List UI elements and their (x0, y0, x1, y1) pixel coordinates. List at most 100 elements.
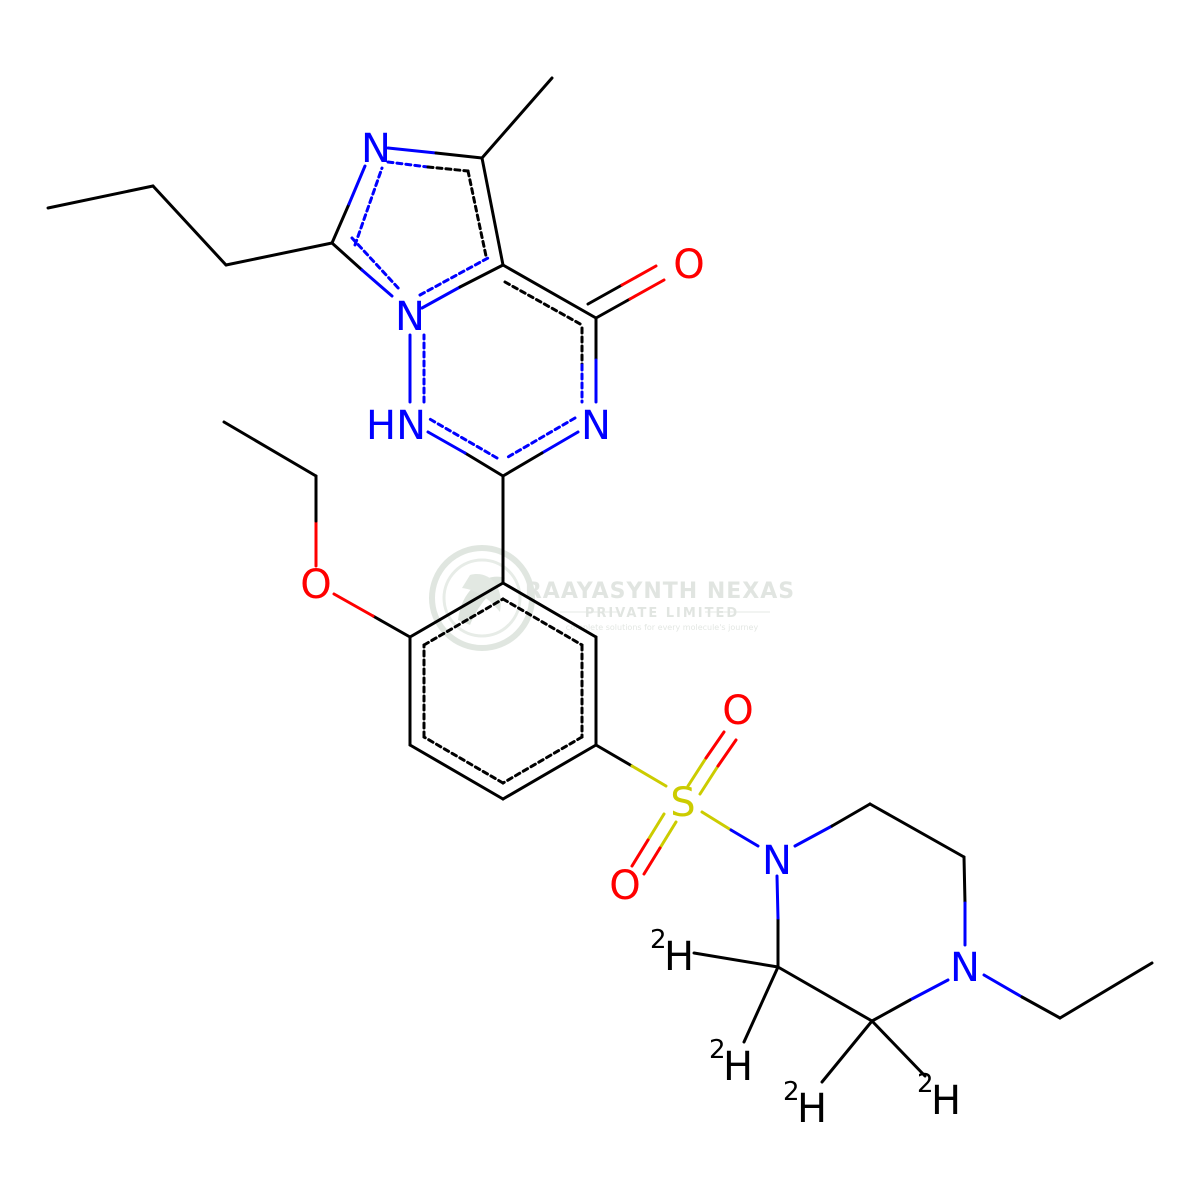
bond-s-o-top-a (686, 756, 708, 788)
bond-ph-3-4 (501, 743, 598, 801)
bond-nbridge-c4-blue (420, 285, 462, 310)
bond-n4-c5-blue (908, 978, 950, 1002)
bond-ph-arom-3 (501, 735, 584, 785)
bond-propyl-c1 (46, 184, 155, 210)
bond-ph-s-yellow (630, 764, 668, 788)
bond-ph-arom-6 (422, 597, 505, 647)
watermark-company: RAAYASYNTH NEXAS (525, 579, 795, 604)
isotope-symbol: H (797, 1086, 827, 1132)
watermark: RAAYASYNTH NEXAS PRIVATE LIMITED complet… (429, 545, 795, 651)
bond-c2-nbridge-dash (350, 236, 402, 292)
bond-n-top-c5-black (434, 151, 484, 160)
isotope-mass: 2 (783, 1077, 800, 1107)
bond-n-top-c5-dash-blue (386, 160, 430, 169)
bond-c5-c4 (480, 156, 505, 267)
atom-n-triazine: N (581, 403, 611, 449)
bond-s-o-bot-b-red (642, 846, 662, 876)
bond-c-amidine-nh-black (463, 451, 505, 478)
bond-n4-ethyl-black (1020, 995, 1062, 1020)
bond-ch2-ch3 (222, 420, 318, 478)
isotope-symbol: H (723, 1044, 753, 1090)
bond-ph-arom-4 (422, 735, 505, 785)
bond-n4-c5-black (870, 998, 912, 1023)
bond-c2-nbridge-black (330, 241, 364, 272)
isotope-mass: 2 (709, 1035, 726, 1065)
atom-nh-ring: HN (366, 403, 426, 449)
bond-c6-n1-blue (775, 874, 780, 920)
bonds (46, 76, 1154, 1084)
atom-o-ether: O (300, 562, 331, 608)
bond-c5-c6 (776, 965, 874, 1023)
bond-c5-c4-dash (466, 169, 488, 258)
bond-n1-c2-black (830, 802, 872, 828)
isotope-symbol: H (664, 934, 694, 980)
bond-s-o-top-a-red (704, 730, 726, 760)
bond-n-top-c5-blue (386, 146, 438, 155)
bond-co-o-red-1 (628, 278, 666, 301)
bond-c6-d-down (742, 965, 780, 1044)
bond-s-o-bot-a (646, 812, 666, 842)
bond-ph-4-5 (408, 743, 505, 801)
bond-nbridge-c4-black (458, 263, 505, 289)
bond-n-c-amidine-dash (506, 416, 577, 459)
bond-c3-n4-black (962, 855, 967, 905)
atom-n-piperazine-4: N (950, 945, 980, 991)
bond-s-o-bot-a-red (630, 838, 650, 868)
bond-c4-co (501, 263, 598, 320)
bond-s-n-blue (729, 828, 760, 848)
isotope-symbol: H (931, 1078, 961, 1124)
bond-c5-d-right (870, 1019, 927, 1078)
bond-n4-ethyl-blue (982, 973, 1024, 999)
bond-ph-o-black (371, 614, 412, 639)
watermark-tagline: complete solutions for every molecule's … (566, 623, 759, 632)
isotope-mass: 2 (650, 925, 667, 955)
atom-o-sulfonyl-top: O (722, 688, 753, 734)
atom-o-carbonyl: O (673, 242, 704, 288)
bond-n-c-amidine-black (501, 451, 544, 478)
bond-n1-c2-blue (793, 824, 834, 848)
bond-s-o-top-b-red (716, 738, 738, 768)
bond-c-amidine-nh-dash (426, 416, 499, 460)
isotope-mass: 2 (917, 1069, 934, 1099)
bond-s-o-top-b (698, 764, 720, 796)
bond-c2-c3 (868, 802, 966, 859)
bond-c2-n-top-black (330, 202, 351, 245)
atom-n-imidazole: N (361, 126, 391, 172)
bond-c5-methyl (480, 76, 554, 160)
bond-nbridge-c4-dash (418, 256, 490, 297)
atom-s-sulfonyl: S (670, 780, 695, 826)
bond-ph-arom-1 (501, 597, 584, 647)
atom-n-bridgehead: N (395, 294, 425, 340)
bond-ph-6-1 (408, 581, 505, 639)
bond-c2-n-top-blue (347, 164, 367, 206)
deuterium-label-3: 2 H (783, 1077, 827, 1132)
bond-ph-s-black (594, 743, 634, 768)
bond-c5-d-left (820, 1019, 874, 1084)
bond-ethyl-ch3 (1058, 961, 1154, 1020)
bond-c-amidine-nh-blue (426, 430, 467, 455)
bond-n-top-c5-dash-black (426, 165, 470, 173)
watermark-logo-icon (429, 545, 535, 651)
deuterium-label-2: 2 H (709, 1035, 753, 1090)
bond-c2-n-top-dash (353, 166, 384, 247)
bond-ph-1-2 (501, 581, 598, 639)
deuterium-label-4: 2 H (917, 1069, 961, 1124)
bond-c6-d-left (692, 951, 780, 969)
bond-n-c-amidine-blue (540, 430, 580, 455)
bond-co-o-black-2 (586, 283, 624, 306)
watermark-subtitle: PRIVATE LIMITED (585, 606, 739, 621)
bond-propyl-c3 (224, 241, 334, 267)
bond-propyl-c2 (151, 184, 228, 267)
atom-n-piperazine-1: N (762, 838, 792, 884)
bond-c2-nbridge-blue (360, 268, 394, 298)
bond-s-o-bot-b (658, 820, 678, 850)
bond-c4-co-dash (503, 280, 584, 327)
bond-ph-o-red (332, 592, 375, 618)
deuterium-label-1: 2 H (650, 925, 694, 980)
bond-co-o-red-2 (620, 264, 658, 287)
bond-co-o-black-1 (594, 297, 632, 320)
bond-s-n-yellow (700, 810, 733, 832)
atom-labels: N N HN N O O S O O N N 2 H 2 H 2 H 2 H (300, 126, 980, 1132)
